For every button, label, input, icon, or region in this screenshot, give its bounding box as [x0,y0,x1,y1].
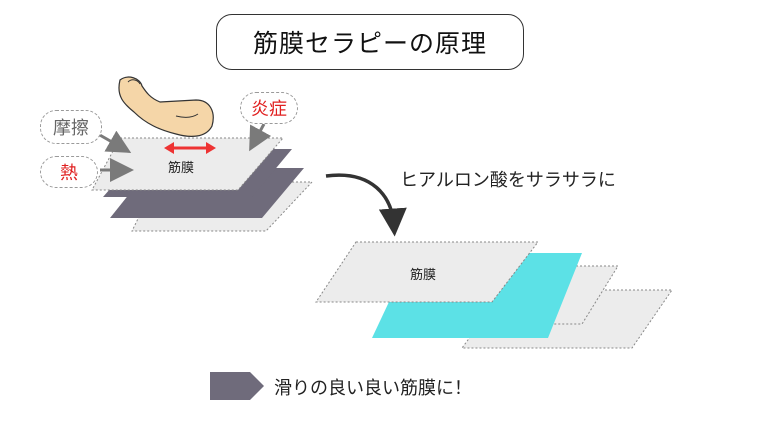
fascia-label-bottom: 筋膜 [410,268,437,283]
fascia-label-top: 筋膜 [168,161,195,176]
curved-arrow-icon [325,173,407,237]
double-arrow-icon [164,142,216,154]
friction-label: 摩擦 [40,110,102,144]
inflammation-arrow [249,123,272,152]
page-title: 筋膜セラピーの原理 [216,14,524,70]
pentagon-arrow-icon [210,372,264,400]
left-top-sheet [91,137,285,191]
arm-icon [118,76,214,137]
right-top-sheet [315,241,540,303]
hyaluronic-caption: ヒアルロン酸をサラサラに [400,170,616,191]
result-caption: 滑りの良い良い筋膜に！ [274,378,472,399]
friction-arrow [97,130,132,153]
inflammation-label: 炎症 [240,92,298,124]
heat-label: 熱 [40,156,98,188]
